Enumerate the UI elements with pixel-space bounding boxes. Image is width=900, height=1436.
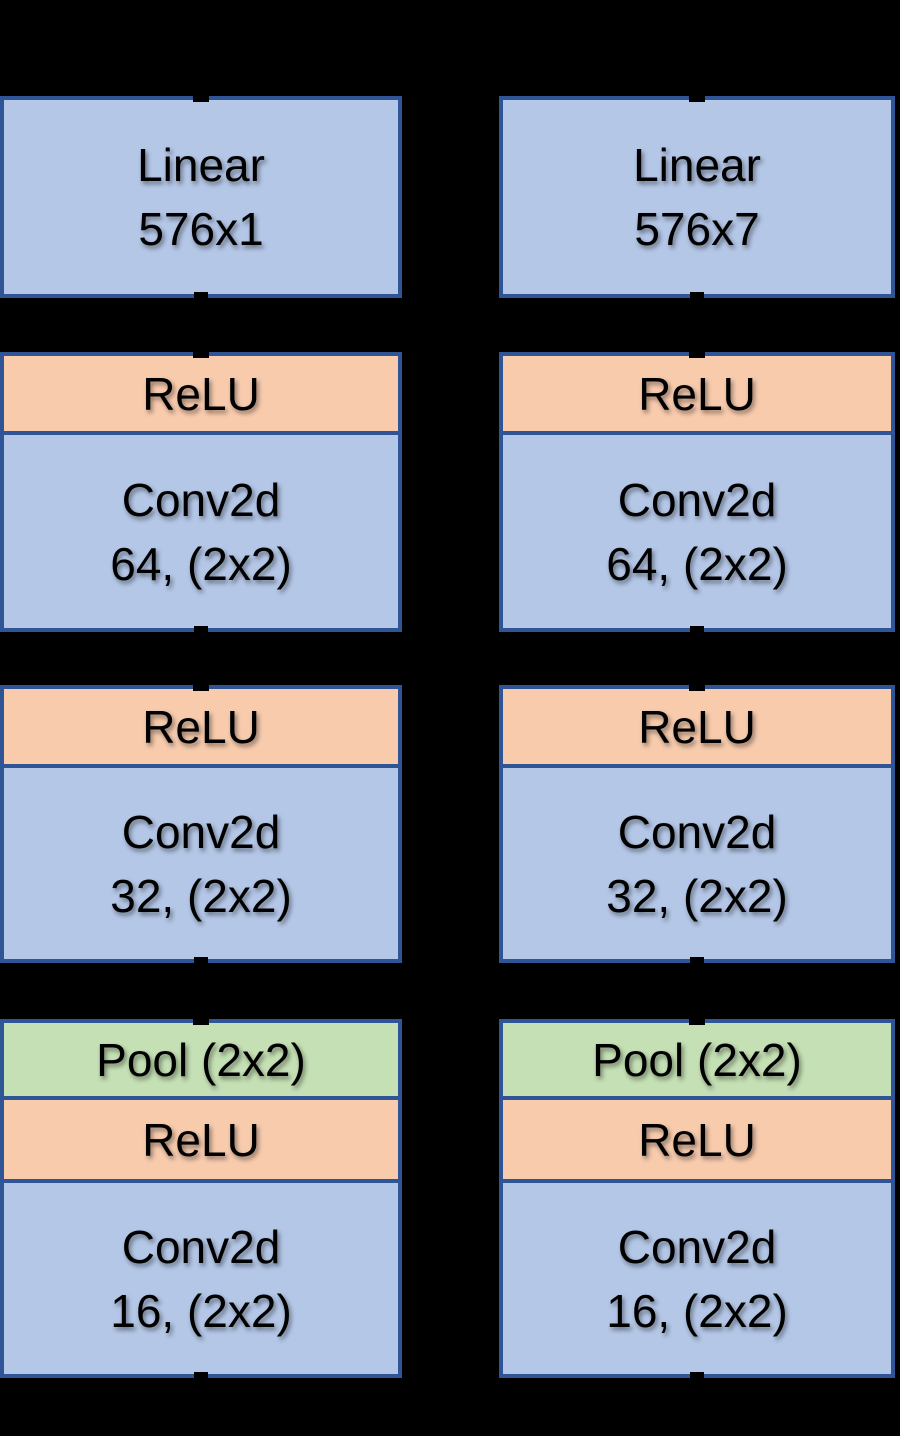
left-conv64-conv-segment: Conv2d 64, (2x2) [4,435,398,628]
left-conv32-relu-label: ReLU [142,700,260,753]
right-linear-segment: Linear 576x7 [503,100,891,294]
left-conv16-conv-segment: Conv2d 16, (2x2) [4,1183,398,1374]
right-conv32-params: 32, (2x2) [606,869,788,922]
left-linear-title: Linear [137,139,265,191]
left-conv16-params: 16, (2x2) [110,1284,292,1337]
left-conv16-block: Pool (2x2) ReLU Conv2d 16, (2x2) [0,1014,402,1380]
right-conv32-conv-segment: Conv2d 32, (2x2) [503,768,891,959]
left-conv16-relu-segment: ReLU [4,1100,398,1183]
arrow-stub-icon [194,626,208,634]
right-conv16-params: 16, (2x2) [606,1284,788,1337]
right-conv16-block: Pool (2x2) ReLU Conv2d 16, (2x2) [499,1014,895,1380]
right-conv32-title: Conv2d [617,805,777,858]
left-conv16-title: Conv2d [121,1220,281,1273]
left-conv64-relu-label: ReLU [142,367,260,420]
arrow-stub-icon [689,91,705,102]
arrow-stub-icon [689,1014,705,1025]
right-conv16-pool-label: Pool (2x2) [592,1033,802,1086]
right-conv16-title: Conv2d [617,1220,777,1273]
right-conv16-relu-segment: ReLU [503,1100,891,1183]
right-conv32-relu-label: ReLU [638,700,756,753]
right-conv16-relu-label: ReLU [638,1113,756,1166]
left-linear-shape: 576x1 [138,203,264,255]
right-conv64-relu-label: ReLU [638,367,756,420]
right-conv64-relu-segment: ReLU [503,356,891,435]
arrow-stub-icon [193,1014,209,1025]
arrow-stub-icon [194,1372,208,1380]
left-conv16-pool-segment: Pool (2x2) [4,1023,398,1100]
left-conv16-relu-label: ReLU [142,1113,260,1166]
right-linear-title: Linear [633,139,761,191]
left-conv64-title: Conv2d [121,473,281,526]
arrow-stub-icon [193,347,209,358]
right-conv64-block: ReLU Conv2d 64, (2x2) [499,347,895,634]
arrow-stub-icon [194,957,208,965]
right-conv16-pool-segment: Pool (2x2) [503,1023,891,1100]
left-conv32-title: Conv2d [121,805,281,858]
right-conv64-params: 64, (2x2) [606,537,788,590]
arrow-stub-icon [689,347,705,358]
arrow-stub-icon [690,1372,704,1380]
left-conv32-block: ReLU Conv2d 32, (2x2) [0,680,402,965]
left-conv32-conv-segment: Conv2d 32, (2x2) [4,768,398,959]
arrow-stub-icon [193,680,209,691]
right-conv16-conv-segment: Conv2d 16, (2x2) [503,1183,891,1374]
right-linear-shape: 576x7 [634,203,760,255]
left-linear-segment: Linear 576x1 [4,100,398,294]
arrow-stub-icon [690,292,704,300]
left-conv16-pool-label: Pool (2x2) [96,1033,306,1086]
right-conv64-conv-segment: Conv2d 64, (2x2) [503,435,891,628]
left-conv32-params: 32, (2x2) [110,869,292,922]
right-conv64-title: Conv2d [617,473,777,526]
left-conv32-relu-segment: ReLU [4,689,398,768]
right-conv32-block: ReLU Conv2d 32, (2x2) [499,680,895,965]
arrow-stub-icon [193,91,209,102]
left-linear-block: Linear 576x1 [0,91,402,300]
arrow-stub-icon [689,680,705,691]
left-conv64-block: ReLU Conv2d 64, (2x2) [0,347,402,634]
arrow-stub-icon [690,626,704,634]
right-linear-block: Linear 576x7 [499,91,895,300]
left-conv64-params: 64, (2x2) [110,537,292,590]
left-conv64-relu-segment: ReLU [4,356,398,435]
right-conv32-relu-segment: ReLU [503,689,891,768]
arrow-stub-icon [194,292,208,300]
arrow-stub-icon [690,957,704,965]
